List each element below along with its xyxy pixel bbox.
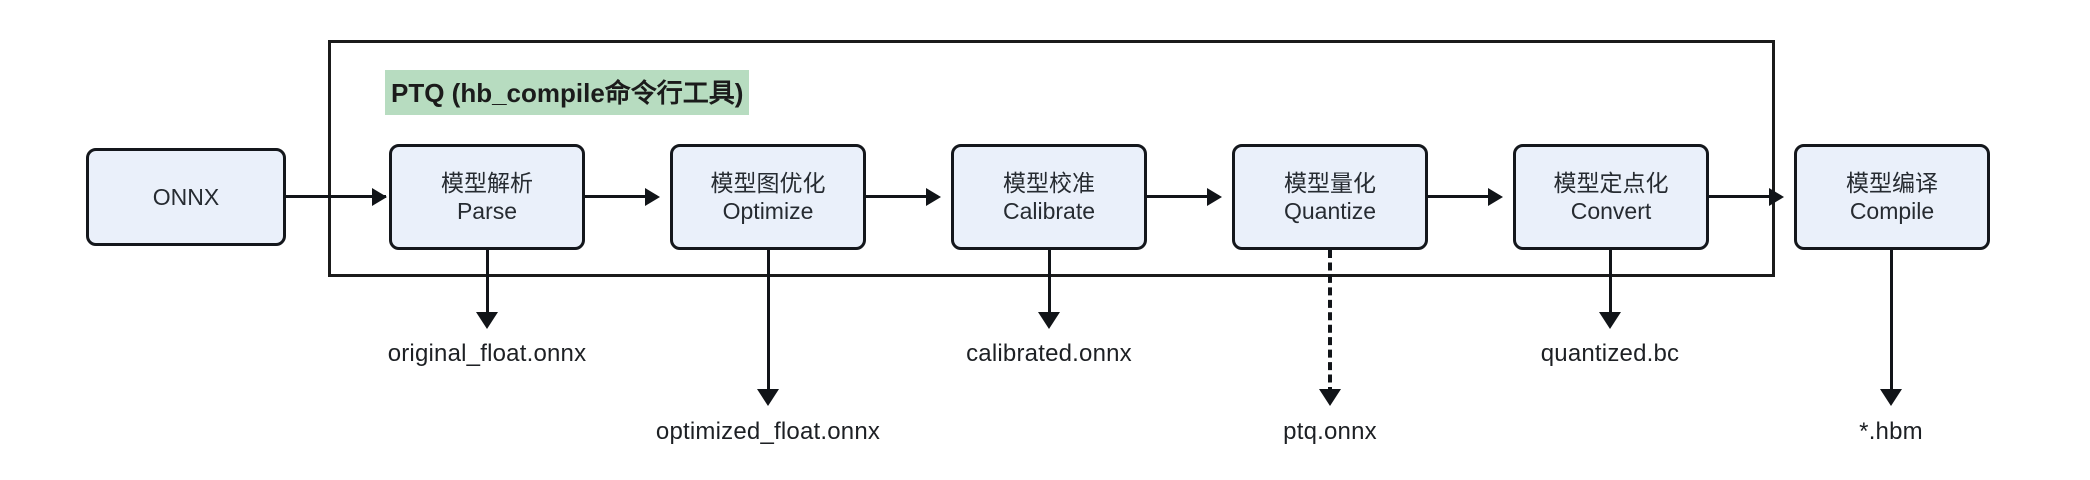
output-line-ptq-dashed	[1328, 250, 1332, 395]
node-calibrate[interactable]: 模型校准 Calibrate	[951, 144, 1147, 250]
node-compile-label-en: Compile	[1849, 198, 1935, 224]
output-label-hbm: *.hbm	[1859, 418, 1923, 445]
output-label-optimized-float: optimized_float.onnx	[655, 418, 881, 445]
output-line-quantized-bc	[1609, 250, 1612, 318]
node-calibrate-label-cn: 模型校准	[1003, 169, 1095, 196]
ptq-container	[328, 40, 1775, 277]
output-arrowhead-optimized-float	[757, 389, 779, 406]
output-line-hbm	[1890, 250, 1893, 395]
node-convert-label-en: Convert	[1570, 198, 1652, 224]
output-arrowhead-hbm	[1880, 389, 1902, 406]
connector-convert-compile-arrowhead	[1769, 188, 1784, 206]
node-quantize[interactable]: 模型量化 Quantize	[1232, 144, 1428, 250]
connector-convert-compile	[1709, 195, 1781, 198]
output-label-calibrated: calibrated.onnx	[966, 340, 1132, 367]
node-optimize[interactable]: 模型图优化 Optimize	[670, 144, 866, 250]
node-parse-label-cn: 模型解析	[441, 169, 533, 196]
node-optimize-label-cn: 模型图优化	[710, 169, 826, 196]
output-label-quantized-bc: quantized.bc	[1540, 340, 1680, 367]
node-onnx[interactable]: ONNX	[86, 148, 286, 246]
connector-optimize-calibrate-arrowhead	[926, 188, 941, 206]
node-onnx-label: ONNX	[152, 183, 220, 210]
connector-quantize-convert-arrowhead	[1488, 188, 1503, 206]
output-line-original-float	[486, 250, 489, 318]
node-compile-label-cn: 模型编译	[1846, 169, 1938, 196]
node-quantize-label-cn: 模型量化	[1284, 169, 1376, 196]
connector-onnx-parse	[286, 195, 386, 198]
connector-onnx-parse-arrowhead	[372, 188, 387, 206]
node-convert-label-cn: 模型定点化	[1553, 169, 1669, 196]
node-compile[interactable]: 模型编译 Compile	[1794, 144, 1990, 250]
ptq-title: PTQ (hb_compile命令行工具)	[385, 70, 750, 115]
node-parse-label-en: Parse	[456, 198, 518, 224]
node-convert[interactable]: 模型定点化 Convert	[1513, 144, 1709, 250]
node-quantize-label-en: Quantize	[1283, 198, 1377, 224]
connector-parse-optimize-arrowhead	[645, 188, 660, 206]
output-arrowhead-ptq	[1319, 389, 1341, 406]
output-line-optimized-float	[767, 250, 770, 395]
output-line-calibrated	[1048, 250, 1051, 318]
node-calibrate-label-en: Calibrate	[1002, 198, 1096, 224]
output-arrowhead-original-float	[476, 312, 498, 329]
connector-calibrate-quantize	[1147, 195, 1219, 198]
node-optimize-label-en: Optimize	[722, 198, 814, 224]
connector-optimize-calibrate	[866, 195, 938, 198]
output-label-ptq: ptq.onnx	[1283, 418, 1377, 445]
connector-quantize-convert	[1428, 195, 1500, 198]
output-arrowhead-calibrated	[1038, 312, 1060, 329]
output-arrowhead-quantized-bc	[1599, 312, 1621, 329]
node-parse[interactable]: 模型解析 Parse	[389, 144, 585, 250]
output-label-original-float: original_float.onnx	[387, 340, 587, 367]
connector-calibrate-quantize-arrowhead	[1207, 188, 1222, 206]
connector-parse-optimize	[585, 195, 657, 198]
